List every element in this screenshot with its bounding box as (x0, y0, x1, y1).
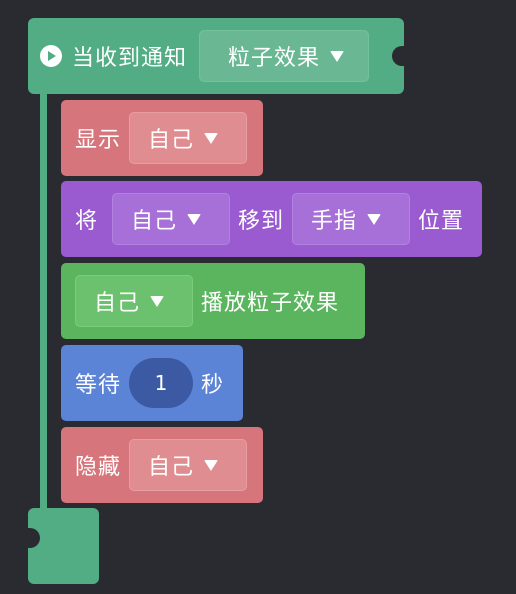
triangle-down-icon (367, 213, 382, 225)
foot-notch (26, 528, 40, 548)
show-label: 显示 (75, 128, 122, 153)
c-block-arm (40, 92, 47, 512)
hide-block[interactable]: 隐藏 自己 (61, 427, 263, 503)
move-destination-value: 手指 (311, 209, 358, 234)
wait-block[interactable]: 等待 1 秒 (61, 345, 243, 421)
triangle-down-icon (187, 213, 202, 225)
particles-target-value: 自己 (94, 291, 141, 316)
particles-target-dropdown[interactable]: 自己 (75, 275, 193, 327)
hide-target-dropdown[interactable]: 自己 (129, 439, 248, 491)
hide-label: 隐藏 (75, 455, 122, 480)
show-target-value: 自己 (148, 128, 195, 153)
wait-seconds-value: 1 (154, 371, 168, 395)
triangle-down-icon (150, 295, 165, 307)
wait-label-after: 秒 (201, 373, 225, 398)
triangle-down-icon (204, 132, 219, 144)
notification-dropdown-value: 粒子效果 (228, 46, 321, 71)
when-receive-notification-block[interactable]: 当收到通知 粒子效果 (28, 18, 406, 94)
wait-seconds-input[interactable]: 1 (129, 358, 194, 408)
show-block[interactable]: 显示 自己 (61, 100, 263, 176)
triangle-down-icon (204, 459, 219, 471)
c-block-foot (26, 508, 99, 584)
move-label-mid: 移到 (238, 209, 285, 234)
play-particles-block[interactable]: 自己 播放粒子效果 (61, 263, 365, 339)
move-label-after: 位置 (418, 209, 465, 234)
triangle-down-icon (330, 50, 345, 62)
move-destination-dropdown[interactable]: 手指 (292, 193, 411, 245)
notification-dropdown[interactable]: 粒子效果 (199, 30, 370, 82)
move-target-value: 自己 (131, 209, 178, 234)
show-target-dropdown[interactable]: 自己 (129, 112, 248, 164)
hat-label: 当收到通知 (72, 46, 188, 71)
play-particles-label: 播放粒子效果 (201, 291, 340, 316)
hide-target-value: 自己 (148, 455, 195, 480)
wait-label-before: 等待 (75, 373, 122, 398)
hat-notch (392, 46, 406, 66)
move-to-block[interactable]: 将 自己 移到 手指 位置 (61, 181, 482, 257)
move-label-before: 将 (75, 209, 99, 234)
move-target-dropdown[interactable]: 自己 (112, 193, 231, 245)
play-circle-icon (40, 45, 62, 67)
